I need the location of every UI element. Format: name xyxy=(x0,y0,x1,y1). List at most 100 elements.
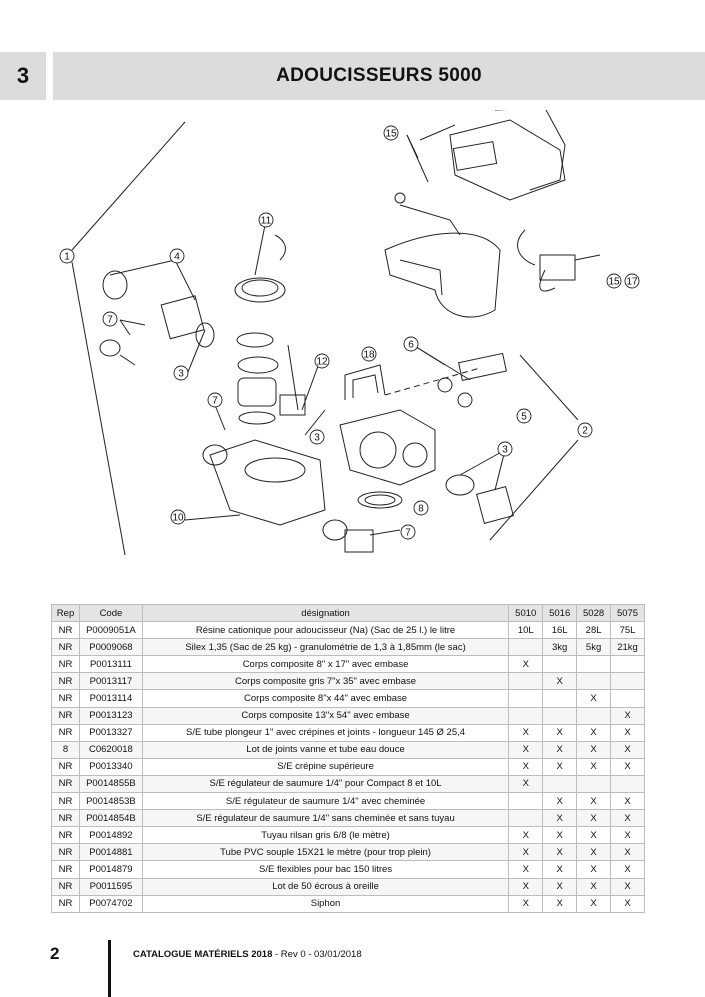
cell-code: P0013117 xyxy=(79,672,143,691)
column-header-designation: désignation xyxy=(141,603,510,623)
column-header-5016: 5016 xyxy=(542,603,578,623)
cell-5075: 21kg xyxy=(610,638,645,657)
cell-5028: X xyxy=(576,826,612,845)
cell-designation: Corps composite gris 7"x 35" avec embase xyxy=(141,672,510,691)
cell-5016: X xyxy=(542,877,578,896)
cell-5075: X xyxy=(610,723,645,742)
cell-5010 xyxy=(508,809,544,828)
cell-designation: Lot de 50 écrous à oreille xyxy=(141,877,510,896)
cell-5016: 3kg xyxy=(542,638,578,657)
cell-rep: NR xyxy=(50,774,81,794)
cell-5028: X xyxy=(576,723,612,742)
cell-5016: X xyxy=(542,723,578,742)
cell-5075: X xyxy=(610,706,645,725)
callout-3: 3 xyxy=(502,445,508,456)
cell-5075: X xyxy=(610,894,645,913)
cell-designation: Siphon xyxy=(141,894,510,913)
catalog-title: CATALOGUE MATÉRIELS 2018 xyxy=(133,949,273,960)
callout-1: 1 xyxy=(64,252,70,263)
cell-code: P0014879 xyxy=(79,860,143,879)
cell-5028 xyxy=(576,774,612,794)
cell-rep: NR xyxy=(50,757,81,776)
cell-5028: X xyxy=(576,757,612,776)
cell-rep: NR xyxy=(50,860,81,879)
callout-7: 7 xyxy=(107,315,113,326)
cell-5028: X xyxy=(576,689,612,708)
cell-code: C0620018 xyxy=(79,740,143,759)
cell-5016: X xyxy=(542,826,578,845)
cell-5010: X xyxy=(508,843,544,862)
cell-code: P0014854B xyxy=(79,809,143,828)
cell-rep: NR xyxy=(50,706,81,725)
cell-rep: NR xyxy=(50,655,81,674)
cell-code: P0009068 xyxy=(79,638,143,657)
cell-5010: 10L xyxy=(508,621,544,640)
cell-rep: NR xyxy=(50,621,81,640)
callout-6: 6 xyxy=(408,340,414,351)
revision-info: - Rev 0 - 03/01/2018 xyxy=(272,949,362,960)
cell-rep: 8 xyxy=(50,740,81,759)
cell-5075: X xyxy=(610,877,645,896)
cell-5016: X xyxy=(542,740,578,759)
cell-rep: NR xyxy=(50,809,81,828)
page-number: 2 xyxy=(50,944,60,963)
cell-5016: X xyxy=(542,860,578,879)
cell-code: P0014853B xyxy=(79,792,143,811)
cell-5028: X xyxy=(576,843,612,862)
cell-5028: X xyxy=(576,860,612,879)
cell-5010 xyxy=(508,792,544,811)
callout-5: 5 xyxy=(521,412,527,423)
cell-designation: Lot de joints vanne et tube eau douce xyxy=(141,740,510,759)
cell-5010: X xyxy=(508,826,544,845)
cell-5010: X xyxy=(508,894,544,913)
cell-5028: X xyxy=(576,792,612,811)
cell-5075: 75L xyxy=(610,621,645,640)
cell-5010: X xyxy=(508,655,544,674)
cell-code: P0014881 xyxy=(79,843,143,862)
cell-designation: Corps composite 8" x 17" avec embase xyxy=(141,655,510,674)
page-title: ADOUCISSEURS 5000 xyxy=(53,52,705,100)
callout-4: 4 xyxy=(174,252,180,263)
cell-5075 xyxy=(610,672,645,691)
cell-rep: NR xyxy=(50,826,81,845)
cell-5075: X xyxy=(610,826,645,845)
cell-5028: X xyxy=(576,740,612,759)
cell-rep: NR xyxy=(50,792,81,811)
cell-5010 xyxy=(508,638,544,657)
cell-5010: X xyxy=(508,774,544,794)
callout-8: 8 xyxy=(418,504,424,515)
cell-5010 xyxy=(508,706,544,725)
callout-17: 17 xyxy=(626,277,638,288)
cell-code: P0074702 xyxy=(79,894,143,913)
cell-5016: X xyxy=(542,757,578,776)
cell-rep: NR xyxy=(50,672,81,691)
callout-7: 7 xyxy=(405,528,411,539)
cell-5075 xyxy=(610,774,645,794)
callout-15: 15 xyxy=(608,277,620,288)
cell-5075: X xyxy=(610,860,645,879)
cell-code: P0013114 xyxy=(79,689,143,708)
cell-5028 xyxy=(576,655,612,674)
callout-2: 2 xyxy=(582,426,588,437)
cell-5075: X xyxy=(610,740,645,759)
cell-5028 xyxy=(576,706,612,725)
cell-5016: X xyxy=(542,792,578,811)
cell-5010: X xyxy=(508,877,544,896)
callout-11: 11 xyxy=(261,216,272,227)
cell-5028: X xyxy=(576,809,612,828)
cell-designation: Résine cationique pour adoucisseur (Na) … xyxy=(141,621,510,640)
cell-rep: NR xyxy=(50,723,81,742)
chapter-number: 3 xyxy=(0,52,46,100)
column-header-rep: Rep xyxy=(50,603,81,623)
